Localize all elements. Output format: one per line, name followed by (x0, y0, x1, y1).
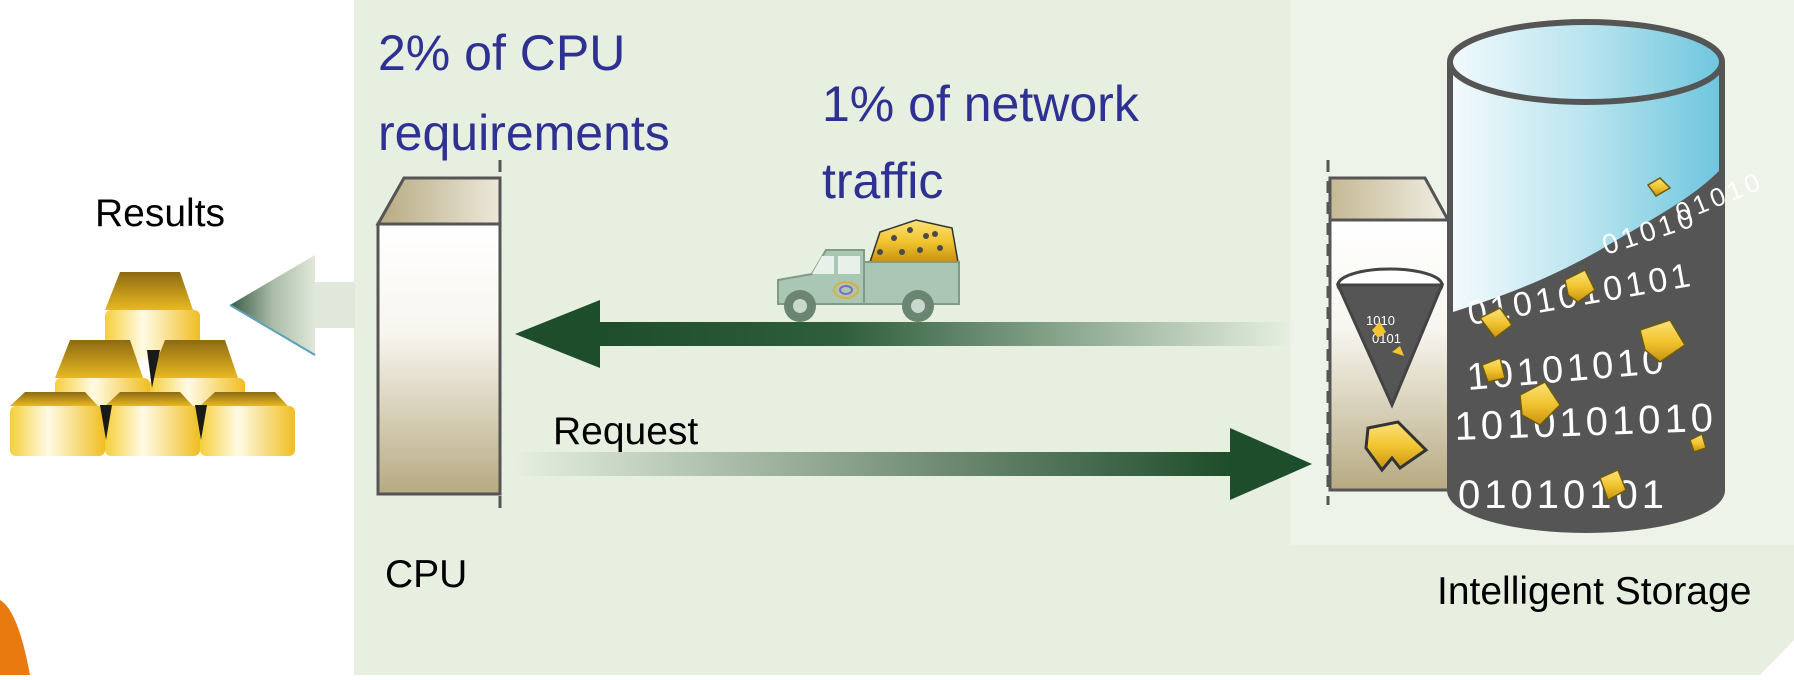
cpu-server (375, 160, 502, 510)
pickup-truck-icon (777, 219, 960, 322)
network-share-line-1: 1% of network (822, 76, 1139, 132)
funnel-icon: 1010 0101 (1335, 267, 1445, 409)
storage-label: Intelligent Storage (1437, 570, 1752, 613)
storage-server: 1010 0101 (1326, 160, 1452, 505)
corner-accent (1760, 640, 1794, 675)
storage-cylinder: 0101001010010101010110101010101010101001… (1447, 19, 1768, 533)
funnel-binary: 1010 (1366, 313, 1395, 328)
results-arrow (229, 255, 355, 356)
cpu-label: CPU (385, 553, 468, 596)
cpu-share-line-1: 2% of CPU (378, 25, 626, 81)
network-share-line-2: traffic (822, 153, 944, 209)
cpu-share-line-2: requirements (378, 105, 670, 161)
request-label: Request (553, 410, 699, 453)
gold-bars-icon (10, 272, 295, 456)
results-label: Results (95, 192, 226, 235)
request-arrow (515, 428, 1312, 500)
orange-corner-accent (0, 600, 30, 675)
binary-row: 1010101010 (1454, 396, 1718, 449)
gold-nugget-icon (1364, 420, 1429, 473)
gold-nuggets (1478, 177, 1707, 502)
response-arrow (515, 300, 1290, 368)
binary-row: 01010101 (1458, 473, 1668, 517)
